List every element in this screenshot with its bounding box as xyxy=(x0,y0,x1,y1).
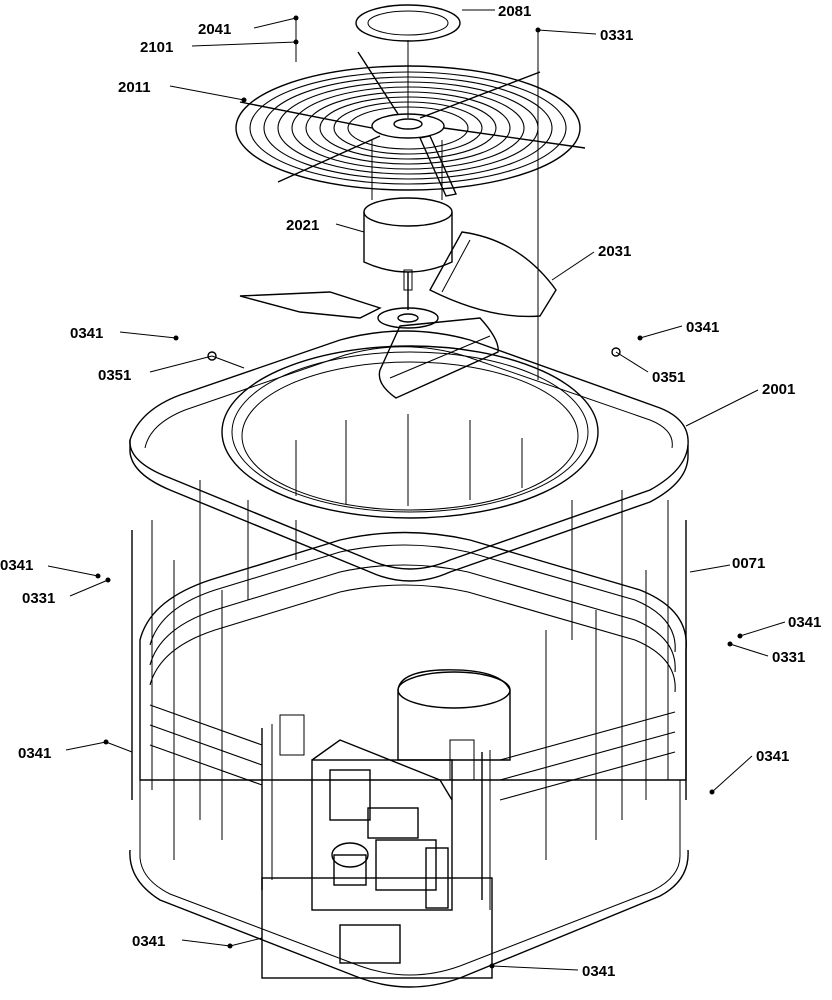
fan-blade xyxy=(239,231,557,399)
control-box xyxy=(311,739,453,911)
service-access-panel xyxy=(261,714,493,979)
callout-2081: 2081 xyxy=(498,3,531,20)
base-pan xyxy=(129,780,689,988)
callout-0331-left: 0331 xyxy=(22,590,55,607)
callout-2041: 2041 xyxy=(198,21,231,38)
callout-2021: 2021 xyxy=(286,217,319,234)
callout-0331-top: 0331 xyxy=(600,27,633,44)
callout-2101: 2101 xyxy=(140,39,173,56)
callout-2031: 2031 xyxy=(598,243,631,260)
callout-0341-right-mid: 0341 xyxy=(788,614,821,631)
callout-0341-right-low: 0341 xyxy=(756,748,789,765)
callout-0341-bottom-left: 0341 xyxy=(132,933,165,950)
callout-0341-left-mid: 0341 xyxy=(0,557,33,574)
top-panel xyxy=(129,330,689,582)
leader-lines xyxy=(47,9,786,971)
callout-2011: 2011 xyxy=(118,79,151,96)
screw-markers xyxy=(95,15,743,969)
callout-0351-right: 0351 xyxy=(652,369,685,386)
fan-motor xyxy=(363,197,453,310)
callout-0341-left-low: 0341 xyxy=(18,745,51,762)
callout-0331-right: 0331 xyxy=(772,649,805,666)
callout-0341-right-top: 0341 xyxy=(686,319,719,336)
callout-0341-left-top: 0341 xyxy=(70,325,103,342)
condenser-coil-and-grille xyxy=(131,414,687,860)
callout-0351-left: 0351 xyxy=(98,367,131,384)
compressor xyxy=(397,669,511,761)
fan-guard-grille xyxy=(235,51,586,200)
callout-0341-bottom-right: 0341 xyxy=(582,963,615,980)
fan-guard-gasket xyxy=(355,4,461,42)
callout-2001: 2001 xyxy=(762,381,795,398)
callout-0071: 0071 xyxy=(732,555,765,572)
